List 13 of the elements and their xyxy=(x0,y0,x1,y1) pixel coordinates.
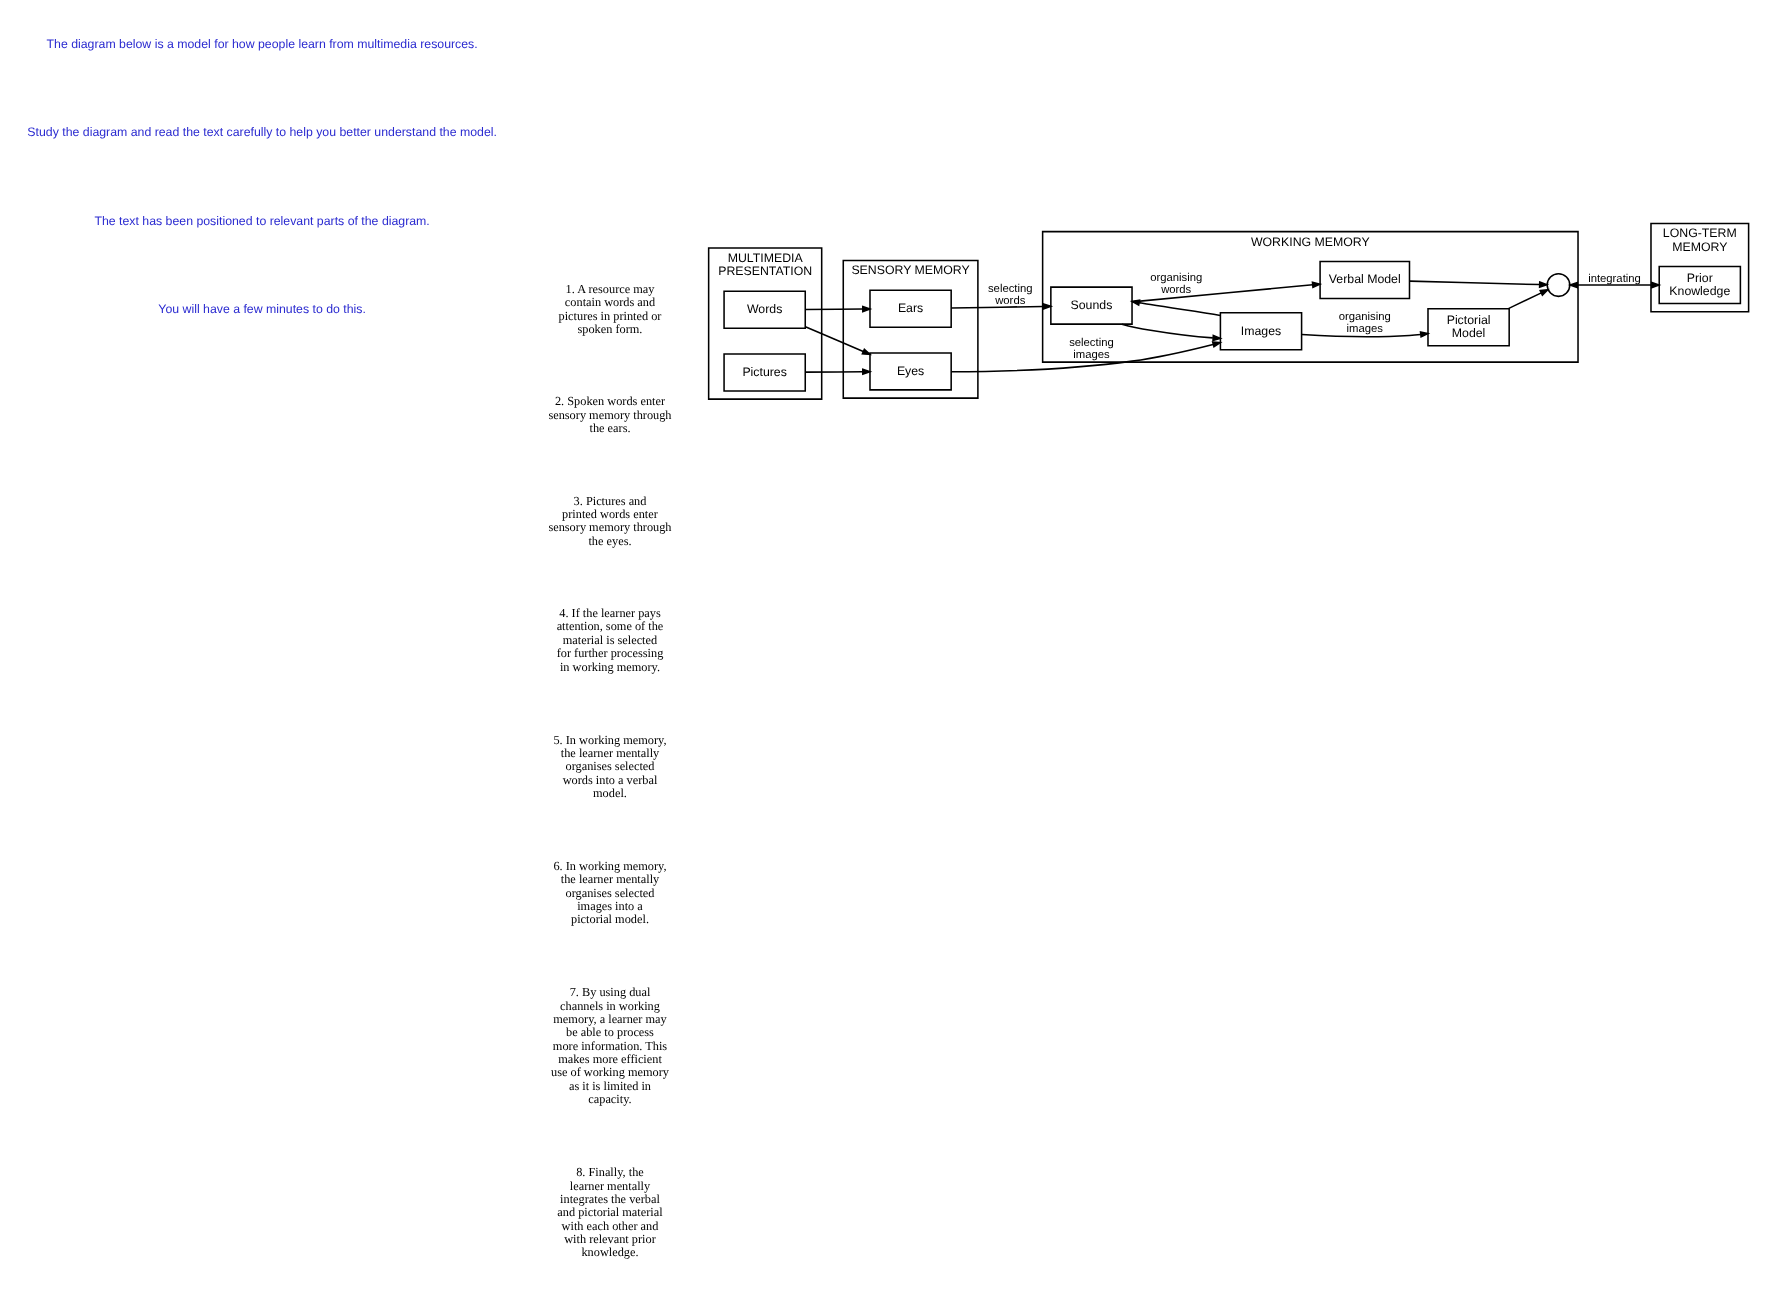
arrow xyxy=(1507,288,1550,310)
arrow xyxy=(1121,323,1223,342)
arrow xyxy=(1409,280,1550,289)
arrow xyxy=(950,302,1054,311)
arrow xyxy=(1129,299,1222,317)
arrow xyxy=(1567,281,1662,289)
arrow xyxy=(804,325,873,356)
arrow xyxy=(1131,281,1323,303)
arrow xyxy=(950,341,1223,373)
arrow xyxy=(1301,330,1431,339)
node-circle xyxy=(1546,273,1571,298)
arrow xyxy=(804,305,873,313)
arrow xyxy=(804,368,873,376)
